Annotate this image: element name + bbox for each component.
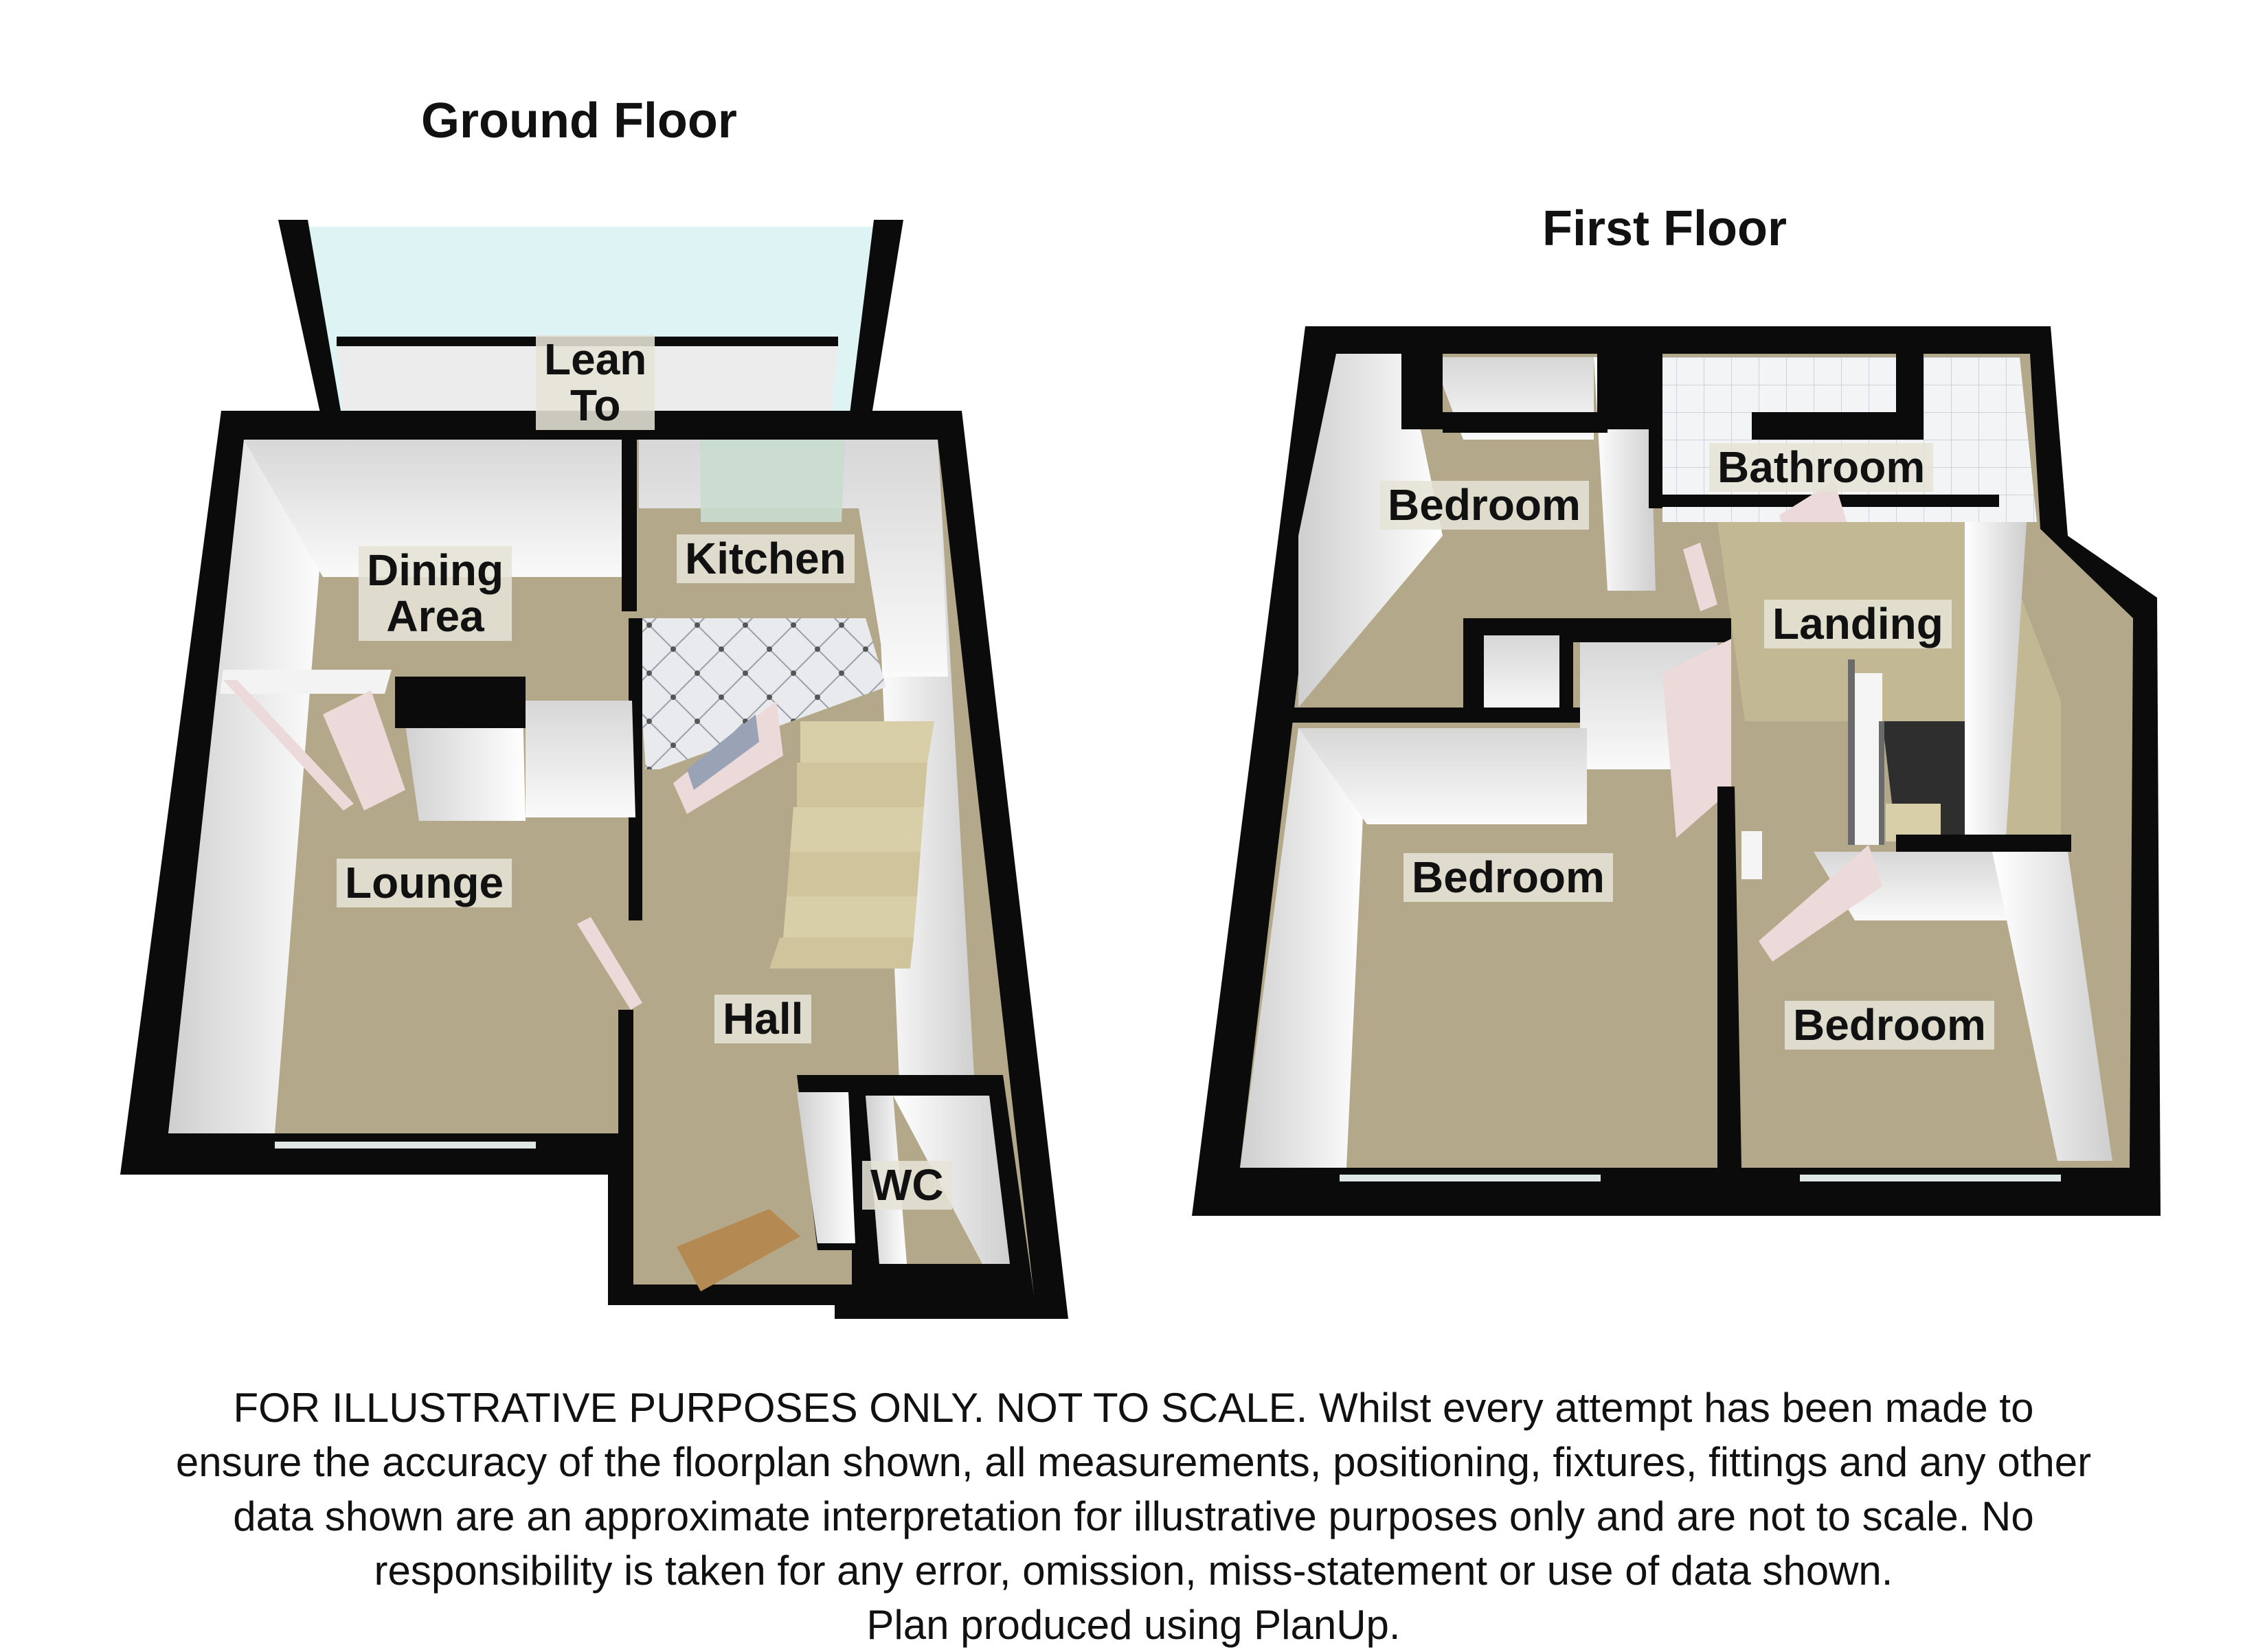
room-label-landing: Landing <box>1764 600 1952 649</box>
room-label-hall: Hall <box>714 995 812 1044</box>
disclaimer-text: FOR ILLUSTRATIVE PURPOSES ONLY. NOT TO S… <box>27 1381 2240 1652</box>
first-floor-title: First Floor <box>1542 201 1787 256</box>
disclaimer-line: data shown are an approximate interpreta… <box>233 1493 2034 1539</box>
room-label-lean-to: Lean To <box>536 335 655 431</box>
room-label-bathroom: Bathroom <box>1709 443 1934 493</box>
disclaimer-line: ensure the accuracy of the floorplan sho… <box>175 1439 2092 1485</box>
room-label-bedroom-1: Bedroom <box>1379 481 1589 530</box>
room-label-bedroom-3: Bedroom <box>1785 1001 1994 1050</box>
disclaimer-line: Plan produced using PlanUp. <box>866 1602 1401 1648</box>
kitchen-tiles <box>635 618 886 769</box>
first-floor-plan <box>1192 326 2161 1216</box>
ground-floor-plan <box>120 220 1068 1319</box>
room-label-dining-area: Dining Area <box>359 546 512 642</box>
room-label-bedroom-2: Bedroom <box>1403 853 1613 903</box>
disclaimer-line: responsibility is taken for any error, o… <box>374 1548 1893 1594</box>
room-label-wc: WC <box>862 1161 952 1210</box>
ground-floor-title: Ground Floor <box>421 93 737 148</box>
room-label-kitchen: Kitchen <box>677 534 855 584</box>
staircase <box>769 721 934 969</box>
front-door <box>677 1209 800 1291</box>
room-label-lounge: Lounge <box>337 859 512 908</box>
disclaimer-line: FOR ILLUSTRATIVE PURPOSES ONLY. NOT TO S… <box>233 1385 2034 1431</box>
